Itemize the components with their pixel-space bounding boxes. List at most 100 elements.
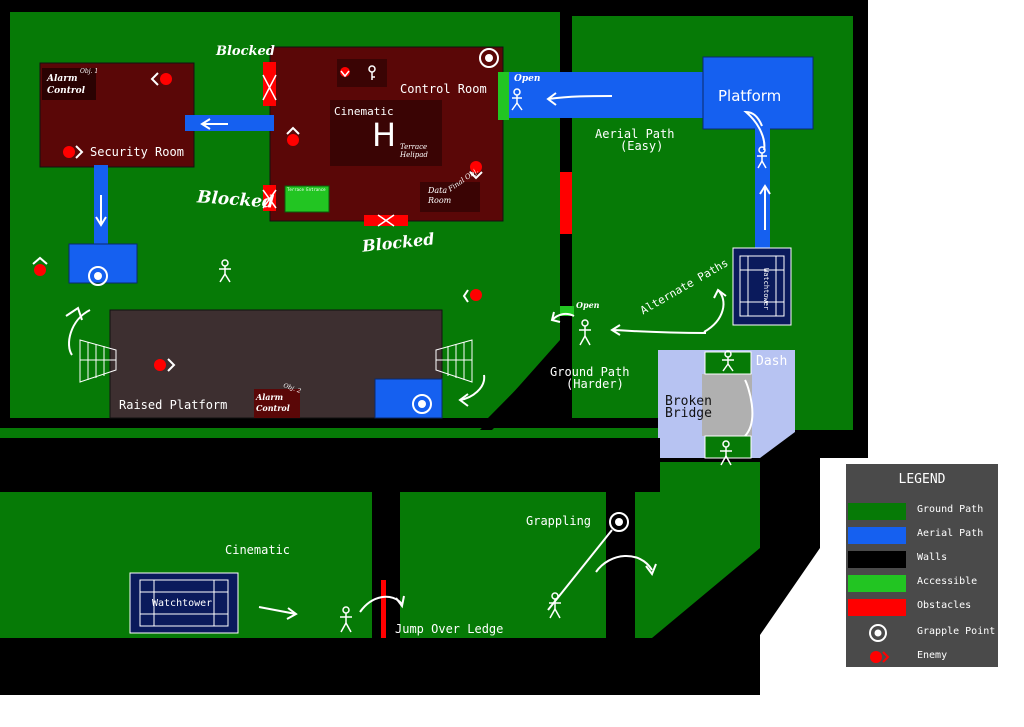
helipad-letter: H xyxy=(372,116,397,154)
watchtower-upper-label: Watchtower xyxy=(762,268,770,311)
terrace-entrance xyxy=(284,185,330,213)
open-door-ground xyxy=(560,306,574,316)
watchtower-lower xyxy=(129,572,239,634)
enemy-icon xyxy=(154,359,166,371)
aerial-path-label: Aerial Path xyxy=(595,127,675,141)
grapple-pad-right xyxy=(374,378,443,419)
key-icon xyxy=(368,65,376,80)
raised-platform-label: Raised Platform xyxy=(119,398,228,412)
legend-label: Enemy xyxy=(917,650,948,661)
legend-item-grapple: Grapple Point xyxy=(846,622,998,644)
grapple-point-icon xyxy=(869,624,887,642)
open-label-1: Open xyxy=(514,74,541,84)
wall-jump xyxy=(372,492,400,580)
obstacle-ledge xyxy=(381,578,386,638)
wall-horizontal xyxy=(0,438,660,492)
legend-panel: LEGEND Ground Path Aerial Path Walls Acc… xyxy=(846,464,998,667)
player-figure xyxy=(757,146,767,169)
path-arrows xyxy=(65,92,771,620)
watchtower-lower-grid xyxy=(139,579,229,627)
helipad-box xyxy=(330,100,442,166)
open-door-control xyxy=(498,72,509,120)
enemy-icon xyxy=(160,73,172,85)
legend-swatch xyxy=(848,551,906,568)
legend-item-enemy: Enemy xyxy=(846,646,998,668)
terrace-caption: Terrace Entrance xyxy=(287,187,326,192)
net-left xyxy=(79,339,117,383)
grapple-point-icon xyxy=(609,512,629,532)
legend-label: Obstacles xyxy=(917,600,972,611)
watchtower-lower-label: Watchtower xyxy=(152,598,213,609)
data-room-box xyxy=(420,182,480,212)
enemy-icon xyxy=(470,289,482,301)
legend-swatch xyxy=(848,599,906,616)
player-figure xyxy=(579,319,591,346)
aerial-path-main xyxy=(508,72,708,118)
watchtower-upper xyxy=(732,247,792,326)
enemy-icon xyxy=(470,161,482,173)
enemy-icon xyxy=(34,264,46,276)
cinematic-lower-label: Cinematic xyxy=(225,543,291,557)
bridge-gap xyxy=(702,374,752,436)
legend-title: LEGEND xyxy=(898,472,946,487)
broken-label: Broken xyxy=(665,394,712,409)
net-right xyxy=(435,339,473,383)
open-label-2: Open xyxy=(576,300,600,310)
legend-item-aerial: Aerial Path xyxy=(846,524,998,546)
obstacle-right-wall xyxy=(560,172,572,234)
grapple-point-icon xyxy=(88,266,108,286)
alarm-control-2-box xyxy=(254,389,300,418)
grappling-label: Grappling xyxy=(526,514,592,528)
control-room-label: Control Room xyxy=(400,82,487,96)
cinematic-inner-label: Cinematic xyxy=(334,105,394,118)
alarm-control-1-box xyxy=(42,68,96,100)
security-room-label: Security Room xyxy=(90,145,184,159)
legend-label: Walls xyxy=(917,552,948,563)
obstacle-control-top xyxy=(263,62,276,106)
player-figure xyxy=(340,606,352,633)
legend-label: Grapple Point xyxy=(917,626,996,637)
platform-label: Platform xyxy=(718,87,782,105)
obj-1-label: Obj. 1 xyxy=(80,68,99,75)
legend-swatch xyxy=(848,503,906,520)
player-figure xyxy=(549,592,561,619)
enemy-icon xyxy=(287,134,299,146)
watchtower-upper-grid xyxy=(739,255,785,317)
grapple-point-icon xyxy=(412,394,432,414)
grapple-point-icon xyxy=(479,48,499,68)
ground-upper-left-bottom-strip xyxy=(0,428,660,438)
legend-item-ground: Ground Path xyxy=(846,500,998,522)
ground-path-sub: (Harder) xyxy=(566,377,624,391)
player-figure xyxy=(722,350,734,372)
ground-lower-right xyxy=(635,462,760,638)
alarm-control-1-label: Alarm Control xyxy=(47,74,86,96)
alarm-control-2-label: Alarm Control xyxy=(256,392,290,413)
wall-diagonal xyxy=(480,340,572,430)
legend-label: Ground Path xyxy=(917,504,984,515)
bridge-label: Bridge xyxy=(665,406,712,421)
legend-item-obstacles: Obstacles xyxy=(846,596,998,618)
aerial-path-sub: (Easy) xyxy=(620,139,664,153)
player-figure xyxy=(219,259,231,283)
legend-item-walls: Walls xyxy=(846,548,998,570)
jump-over-ledge-label: Jump Over Ledge xyxy=(395,622,504,636)
ground-lower-middle xyxy=(400,492,606,638)
grapple-pad-left xyxy=(68,243,138,284)
legend-label: Accessible xyxy=(917,576,978,587)
player-figure xyxy=(511,88,523,111)
blocked-label-1: Blocked xyxy=(216,44,275,59)
legend-label: Aerial Path xyxy=(917,528,984,539)
helipad-caption: Terrace Helipad xyxy=(400,143,428,159)
enemy-icon xyxy=(870,651,890,663)
wall-grapple xyxy=(606,492,635,640)
legend-swatch xyxy=(848,575,906,592)
aerial-path-security xyxy=(185,115,274,131)
enemy-icon xyxy=(63,146,75,158)
data-room-label: Data Room xyxy=(428,186,452,205)
legend-item-accessible: Accessible xyxy=(846,572,998,594)
player-figure xyxy=(720,440,732,466)
enemy-icon xyxy=(340,67,350,77)
dash-label: Dash xyxy=(756,354,788,369)
legend-swatch xyxy=(848,527,906,544)
